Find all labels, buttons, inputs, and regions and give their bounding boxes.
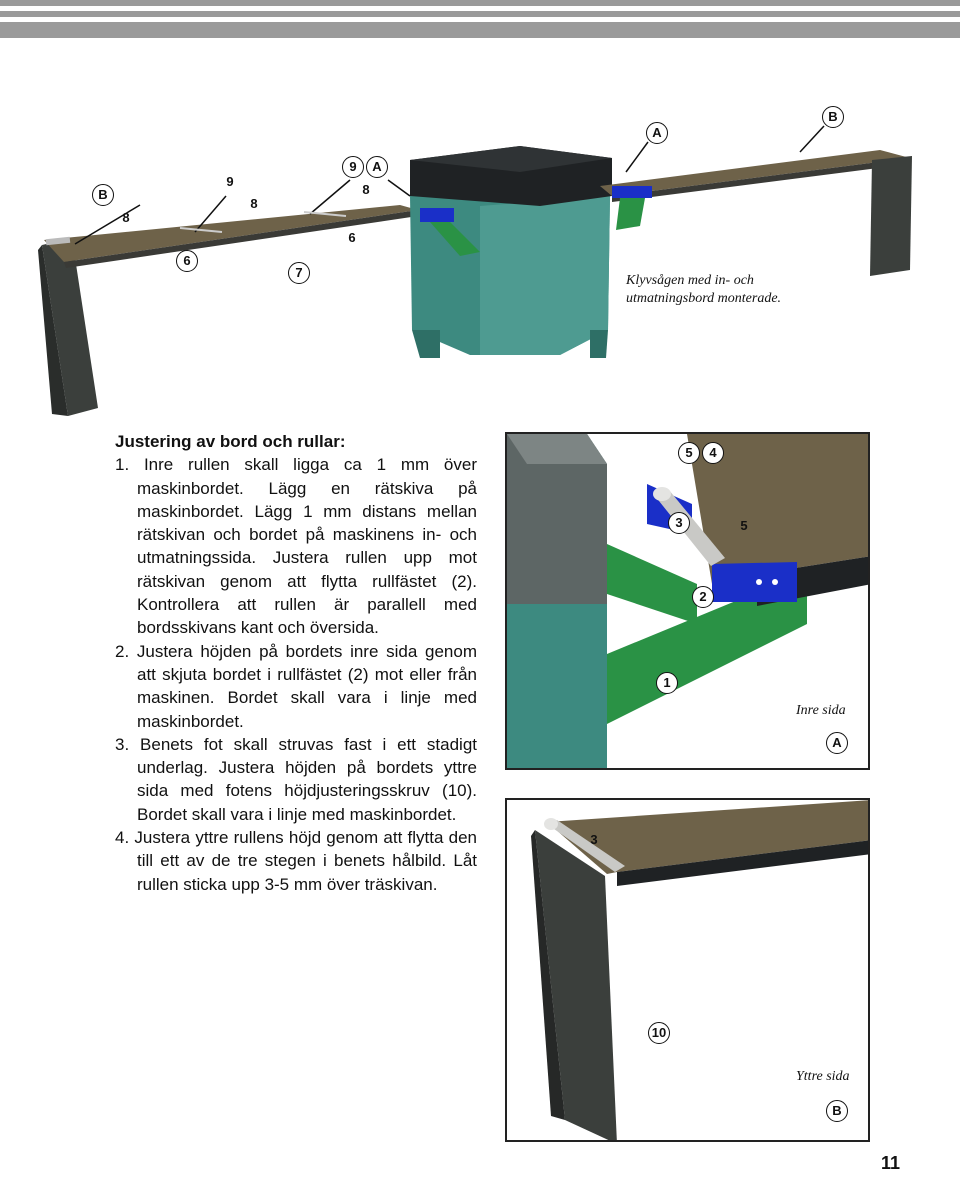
callout-8-left: 8 <box>122 210 130 225</box>
top-figure-caption-line1: Klyvsågen med in- och <box>626 273 754 288</box>
callout-9-right: 9 <box>342 156 364 178</box>
detail-a-callout-5-right: 5 <box>740 518 748 533</box>
callout-b-left: B <box>92 184 114 206</box>
detail-a-callout-1: 1 <box>656 672 678 694</box>
callout-9-left: 9 <box>226 174 234 189</box>
left-table-leg <box>42 238 98 416</box>
detail-b-letter: B <box>826 1100 848 1122</box>
detail-a-callout-4-top: 4 <box>702 442 724 464</box>
detail-b-callout-10: 10 <box>648 1022 670 1044</box>
saw-assembly-illustration <box>38 125 912 416</box>
instruction-item-3: 3. Benets fot skall struvas fast i ett s… <box>115 734 477 824</box>
detail-a-callout-3: 3 <box>668 512 690 534</box>
callout-a-top: A <box>646 122 668 144</box>
callout-8-mid: 8 <box>250 196 258 211</box>
header-bar-middle <box>0 11 960 17</box>
detail-b-callout-3: 3 <box>590 832 598 847</box>
header-bar-bottom <box>0 22 960 38</box>
left-table-top <box>44 205 418 262</box>
detail-inner-side-panel <box>505 432 870 770</box>
callout-6-right: 6 <box>348 230 356 245</box>
instruction-item-2: 2. Justera höjden på bordets inre sida g… <box>115 641 477 731</box>
right-table-top <box>600 150 910 196</box>
callout-6-left: 6 <box>176 250 198 272</box>
top-figure-caption-line2: utmatningsbord monterade. <box>626 291 782 306</box>
instruction-item-1: 1. Inre rullen skall ligga ca 1 mm över … <box>115 455 477 638</box>
header-bar-top <box>0 0 960 6</box>
page-number: 11 <box>880 1153 900 1173</box>
detail-a-caption: Inre sida <box>796 703 846 718</box>
detail-b-caption: Yttre sida <box>796 1069 850 1084</box>
detail-a-letter: A <box>826 732 848 754</box>
detail-outer-side-panel <box>505 798 870 1142</box>
detail-a-callout-2: 2 <box>692 586 714 608</box>
callout-8-right: 8 <box>362 182 370 197</box>
detail-a-callout-5-top: 5 <box>678 442 700 464</box>
instructions-title: Justering av bord och rullar: <box>115 432 346 451</box>
callout-7: 7 <box>288 262 310 284</box>
instructions: Justering av bord och rullar: 1. Inre ru… <box>115 430 477 896</box>
right-table-leg <box>870 156 912 276</box>
callout-b-top: B <box>822 106 844 128</box>
instruction-item-4: 4. Justera yttre rullens höjd genom att … <box>115 828 477 894</box>
callout-a-mid: A <box>366 156 388 178</box>
